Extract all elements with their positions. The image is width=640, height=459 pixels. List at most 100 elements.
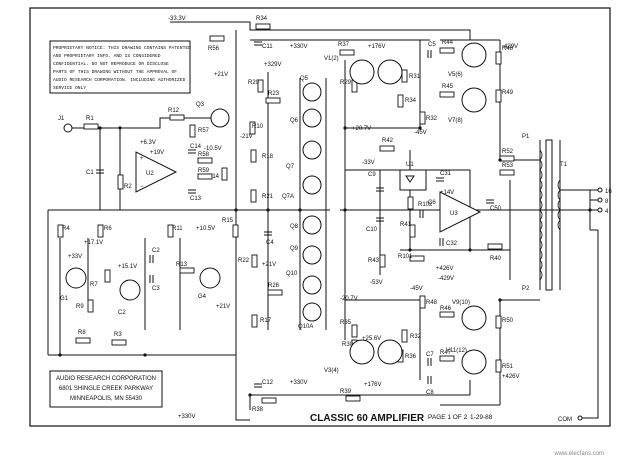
sheet-border [29,7,611,427]
q6-transistor: Q6 [290,108,322,128]
tubes: V1(2) V3(4) V5(6) V7(8) V9(10) V11(12) [324,42,487,375]
svg-text:R29: R29 [340,80,352,86]
svg-text:V9(10): V9(10) [452,300,470,306]
svg-text:R3: R3 [114,332,122,338]
svg-text:+21V: +21V [262,262,276,268]
corp-address: 6801 SHINGLE CREEK PARKWAY [59,386,153,392]
svg-text:R46: R46 [440,306,452,312]
svg-text:C8: C8 [426,390,434,396]
svg-text:+: + [140,156,144,162]
svg-text:R32: R32 [426,116,438,122]
svg-text:C31: C31 [440,171,452,177]
svg-text:R58: R58 [198,152,210,158]
svg-text:C1: C1 [86,170,94,176]
svg-text:R47: R47 [440,350,452,356]
svg-text:R22: R22 [238,258,250,264]
svg-text:R2: R2 [124,184,132,190]
svg-text:+14V: +14V [440,190,454,196]
svg-text:+15.1V: +15.1V [118,264,137,270]
output-transformer-t1: T1 P1 P2 [522,134,568,292]
q3-transistor: Q3 [196,102,230,128]
drawing-date: 1-29-88 [470,414,493,421]
tube-v5: V5(6) [448,42,487,78]
svg-text:-21V: -21V [240,134,253,140]
svg-text:U3: U3 [450,211,458,217]
svg-text:R49: R49 [502,90,514,96]
svg-text:-10.5V: -10.5V [204,146,222,152]
drawing-title: CLASSIC 60 AMPLIFIER [310,413,425,424]
svg-text:R18: R18 [262,154,274,160]
watermark: www.elecfans.com [553,451,604,457]
opamp-u2: U2 + − [135,151,178,193]
svg-text:V11(12): V11(12) [446,348,467,354]
g4-transistor: G4 [198,267,221,300]
tap-8: 8 [605,199,609,205]
notice-line: AUDIO RESEARCH CORPORATION. INCLUDING AU… [53,77,186,83]
svg-text:R14: R14 [208,174,220,180]
svg-text:R8: R8 [78,330,86,336]
svg-text:C7: C7 [426,352,434,358]
svg-text:V1(2): V1(2) [324,56,339,62]
tube-v4 [377,339,403,365]
svg-text:C3: C3 [152,286,160,292]
capacitors: C1 C2 C3 C4 C5 C6 C7 C8 C9 C10 C11 C12 C… [86,41,502,396]
q10a-transistor: Q10A [298,302,322,330]
svg-text:-33.3V: -33.3V [168,16,186,22]
svg-text:R48: R48 [502,46,514,52]
tap-com: COM [558,417,572,423]
corp-name: AUDIO RESEARCH CORPORATION [56,376,156,382]
svg-text:R41: R41 [400,222,412,228]
tube-v11: V11(12) [446,348,487,375]
svg-text:J1: J1 [58,116,65,122]
tap-4: 4 [605,209,609,215]
svg-text:C9: C9 [368,172,376,178]
svg-text:R9: R9 [76,304,84,310]
svg-text:R57: R57 [198,128,210,134]
svg-text:R35: R35 [340,320,352,326]
ic-u1: U1 [399,162,427,191]
svg-text:R10: R10 [252,124,264,130]
voltage-labels: -33.3V +330V +176V -429V +21V +329V +6.3… [68,16,520,420]
svg-text:+19V: +19V [150,150,164,156]
svg-text:C2: C2 [152,248,160,254]
page-number: PAGE 1 OF 2 [428,414,468,421]
svg-text:C32: C32 [446,241,458,247]
svg-text:R42: R42 [382,138,394,144]
svg-text:+25.6V: +25.6V [362,336,381,342]
corp-city: MINNEAPOLIS, MN 55430 [70,396,143,402]
junction-dots [58,126,592,397]
notice-line: PROPRIETARY NOTICE: THIS DRAWING CONTAIN… [53,45,191,51]
svg-text:R17: R17 [260,318,272,324]
svg-text:+20.7V: +20.7V [352,126,371,132]
svg-text:R6: R6 [104,226,112,232]
svg-text:Q5: Q5 [300,76,309,82]
svg-text:G1: G1 [60,296,69,302]
svg-text:R101: R101 [398,254,413,260]
svg-text:C14: C14 [190,144,202,150]
opamp-u3: U3 [439,191,482,233]
svg-text:+330V: +330V [290,44,308,50]
svg-text:+17.1V: +17.1V [84,240,103,246]
q8-transistor: Q8 [290,215,322,235]
svg-text:-45V: -45V [414,130,427,136]
svg-text:R30: R30 [342,342,354,348]
svg-text:R36: R36 [405,354,417,360]
svg-text:R38: R38 [252,407,264,413]
notice-line: CONFIDENTIAL. DO NOT REPRODUCE OR DISCLO… [53,61,169,67]
tube-v1: V1(2) [324,56,375,85]
svg-text:R45: R45 [442,84,454,90]
q7a-transistor: Q7A [282,175,322,200]
transistors: Q3 Q5 Q6 Q7 Q7A Q8 Q9 Q10 Q10A G1 C2 G4 [60,76,322,330]
svg-text:U2: U2 [146,171,154,177]
svg-text:Q6: Q6 [290,118,299,124]
notice-line: SERVICE ONLY [53,85,86,91]
svg-text:R7: R7 [90,282,98,288]
g2-transistor: C2 [118,279,141,316]
notice-line: PARTS OF THIS DRAWING WITHOUT THE APPROV… [53,69,177,75]
svg-text:C11: C11 [262,44,273,50]
svg-text:C50: C50 [490,206,502,212]
svg-text:-429V: -429V [438,276,454,282]
proprietary-notice: PROPRIETARY NOTICE: THIS DRAWING CONTAIN… [49,40,191,94]
svg-text:C4: C4 [266,240,274,246]
svg-text:Q7A: Q7A [282,194,294,200]
